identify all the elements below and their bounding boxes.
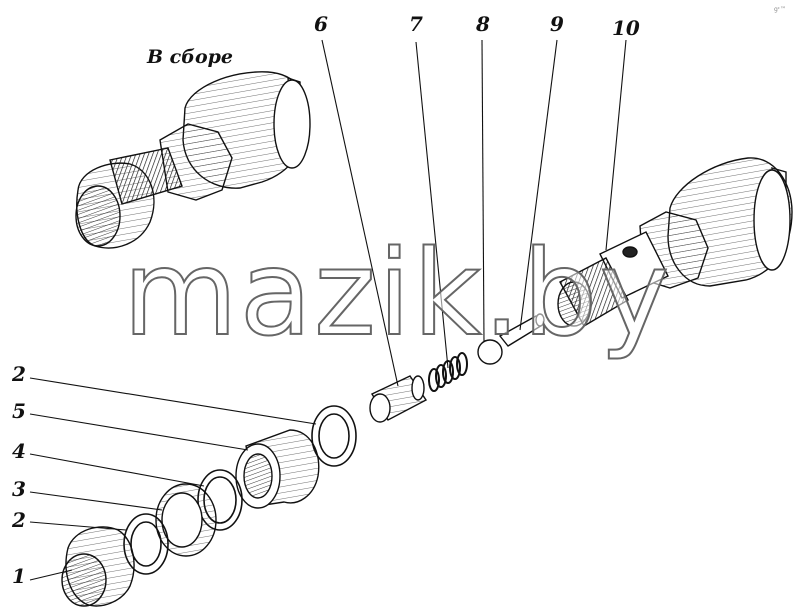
assembly-caption: В сборе [147, 46, 234, 68]
callout-2-upper: 2 [12, 362, 26, 386]
part-10-housing [557, 157, 793, 327]
part-3-ring [155, 483, 217, 557]
assembled-unit [75, 71, 311, 249]
callout-3: 3 [12, 477, 26, 501]
part-7-spring [428, 352, 468, 392]
part-1-cap-nut [61, 526, 135, 607]
part-2-washer-upper [311, 405, 357, 467]
part-9-pin [498, 313, 546, 347]
part-6-valve [369, 375, 428, 423]
callout-7: 7 [409, 12, 423, 36]
callout-2-lower: 2 [12, 508, 26, 532]
leader-lines [29, 39, 627, 581]
part-8-ball [477, 339, 503, 365]
corner-mark: gᶜ™ [774, 6, 787, 13]
callout-4: 4 [12, 439, 26, 463]
callout-9: 9 [550, 12, 564, 36]
callout-10: 10 [612, 16, 640, 40]
callout-1: 1 [12, 564, 26, 588]
callout-8: 8 [476, 12, 490, 36]
callout-5: 5 [12, 399, 26, 423]
part-5-sleeve [235, 429, 320, 509]
callout-6: 6 [314, 12, 328, 36]
